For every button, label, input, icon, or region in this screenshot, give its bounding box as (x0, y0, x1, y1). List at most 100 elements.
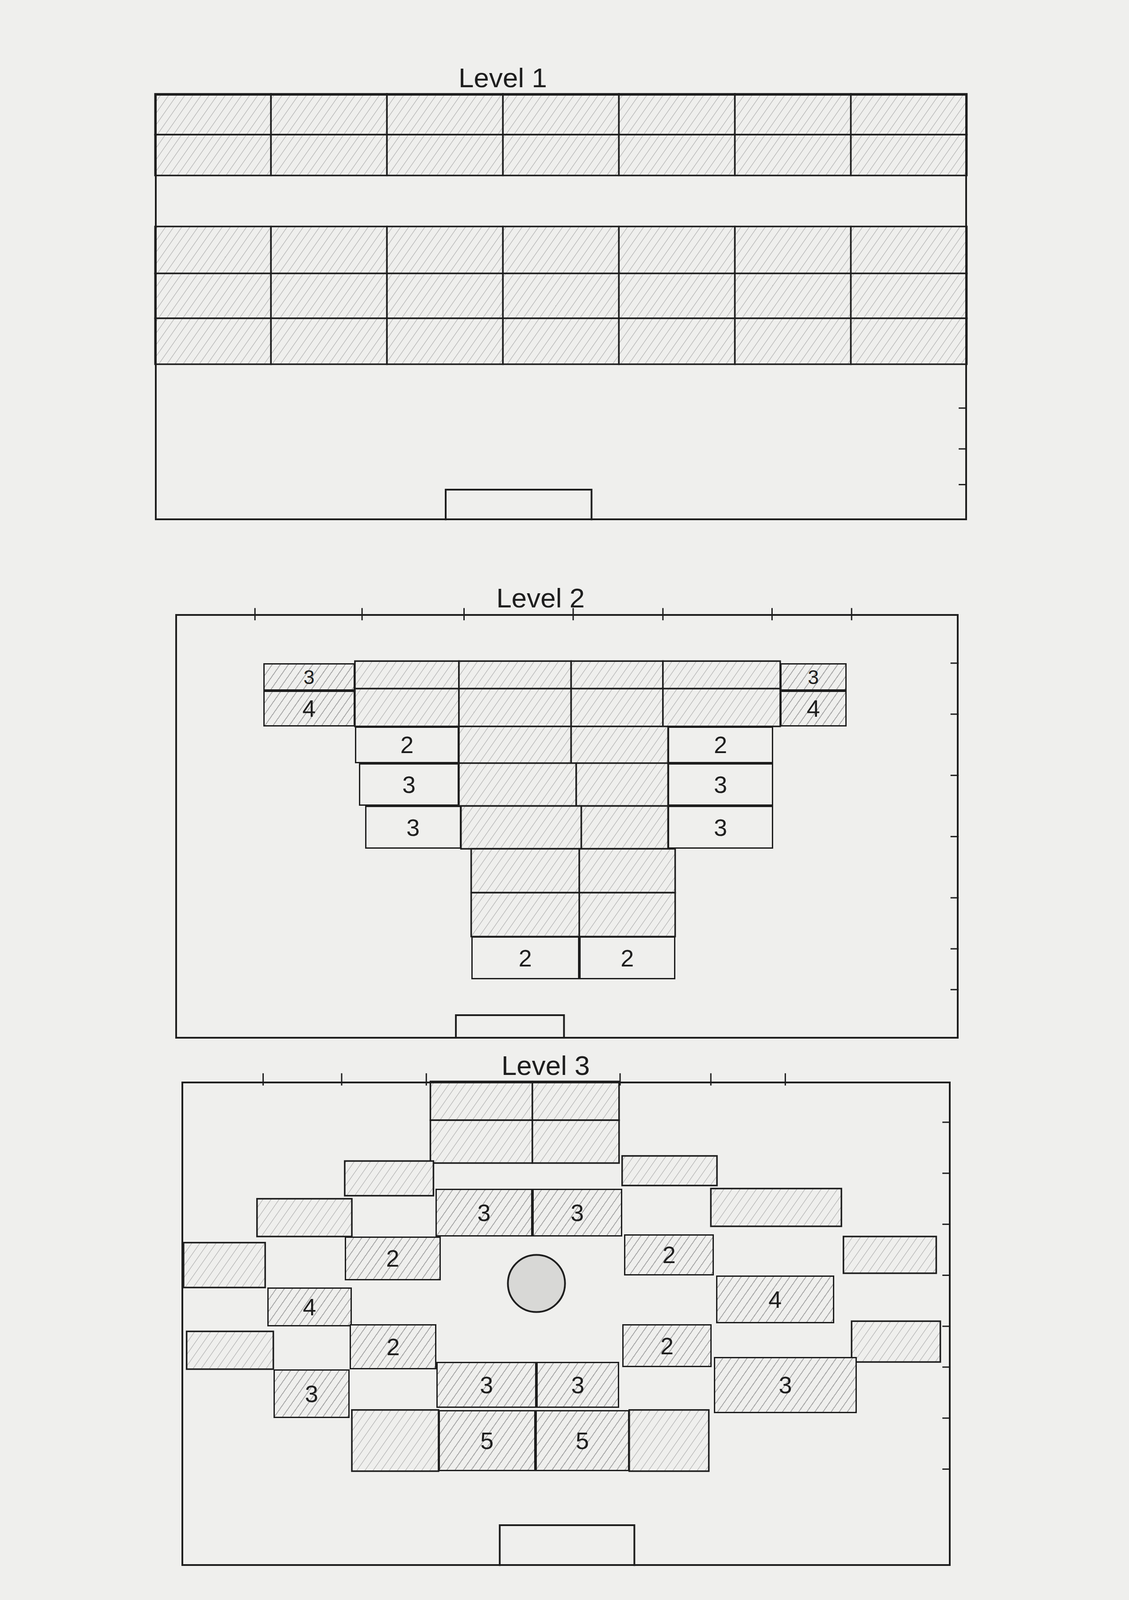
hit-count: 3 (479, 1372, 494, 1397)
hit-count: 4 (768, 1286, 782, 1311)
brick-box: 4 (267, 1286, 352, 1326)
brick (354, 660, 459, 689)
brick (843, 1236, 937, 1273)
brick (735, 226, 852, 274)
brick (735, 273, 852, 319)
brick-box: 2 (471, 936, 580, 979)
hit-count: 3 (570, 1200, 584, 1225)
brick (386, 273, 503, 319)
tick-mark (340, 1072, 343, 1086)
brick-box: 4 (263, 690, 355, 727)
hit-count: 3 (402, 772, 416, 797)
brick-box: 3 (273, 1368, 351, 1418)
hit-count: 4 (806, 696, 821, 721)
brick (502, 93, 619, 135)
level-frame: Level 2334422333322 (175, 613, 959, 1039)
brick-box: 2 (579, 936, 676, 979)
brick (458, 726, 571, 763)
brick (430, 1081, 532, 1121)
brick (344, 1160, 434, 1195)
brick (735, 318, 852, 365)
level-title-text: Level 3 (501, 1049, 590, 1081)
brick (629, 1409, 709, 1471)
tick-mark (619, 1072, 621, 1086)
paddle (445, 489, 592, 521)
brick-box: 3 (532, 1188, 623, 1237)
brick (570, 660, 663, 689)
level-title: Level 2 (496, 582, 585, 613)
brick (351, 1409, 439, 1471)
brick (532, 1081, 620, 1121)
paddle (499, 1524, 635, 1566)
brick (154, 273, 271, 319)
hit-count: 5 (480, 1428, 494, 1453)
brick (270, 226, 387, 274)
brick-box: 5 (535, 1409, 630, 1471)
brick-box: 3 (713, 1356, 857, 1413)
hit-count: 3 (713, 815, 728, 840)
brick (851, 134, 968, 176)
hit-count: 2 (660, 1333, 674, 1358)
brick (270, 134, 387, 176)
brick-box: 3 (667, 805, 773, 849)
brick-box: 3 (435, 1188, 533, 1237)
brick-box: 3 (436, 1361, 537, 1408)
brick (471, 892, 580, 937)
brick (257, 1198, 352, 1237)
brick-box: 2 (344, 1236, 441, 1280)
brick (270, 273, 387, 319)
brick (579, 892, 676, 937)
brick-box: 3 (263, 662, 355, 691)
hit-count: 2 (400, 732, 414, 757)
brick (502, 226, 619, 274)
paddle (455, 1014, 564, 1039)
brick (618, 226, 735, 274)
brick (458, 660, 571, 689)
brick (502, 134, 619, 176)
brick (386, 318, 503, 365)
brick (270, 318, 387, 365)
brick-box: 2 (349, 1323, 437, 1369)
brick (662, 688, 781, 726)
brick (735, 134, 852, 176)
level-title-text: Level 2 (496, 582, 585, 613)
brick (461, 805, 582, 849)
hit-count: 3 (303, 666, 315, 687)
brick (471, 848, 580, 893)
brick (532, 1119, 620, 1163)
brick (576, 762, 668, 806)
hit-count: 3 (477, 1200, 491, 1225)
brick (851, 93, 968, 135)
brick (502, 273, 619, 319)
brick (735, 93, 852, 135)
hit-count: 3 (807, 666, 819, 687)
hit-count: 4 (302, 696, 316, 721)
brick (618, 93, 735, 135)
brick (618, 134, 735, 176)
hit-count: 3 (406, 815, 420, 840)
level-frame: Level 333224422333355 (181, 1081, 951, 1566)
brick-box: 3 (536, 1361, 620, 1408)
brick-box: 3 (358, 762, 459, 806)
brick (662, 660, 781, 689)
brick (154, 318, 271, 365)
brick (386, 93, 503, 135)
brick-box: 2 (622, 1323, 713, 1367)
brick (851, 226, 968, 274)
hit-count: 3 (713, 772, 728, 797)
level-frame: Level 1 (154, 93, 967, 521)
brick (458, 688, 571, 726)
brick-box: 2 (624, 1233, 714, 1275)
brick (502, 318, 619, 365)
brick (618, 318, 735, 365)
tick-mark (425, 1072, 428, 1086)
brick (154, 134, 271, 176)
hit-count: 3 (778, 1372, 792, 1397)
brick (851, 273, 968, 319)
brick-box: 2 (667, 726, 773, 763)
tick-mark (710, 1072, 712, 1086)
hit-count: 2 (385, 1245, 400, 1270)
level-title-text: Level 1 (458, 62, 548, 93)
hit-count: 3 (304, 1381, 319, 1406)
